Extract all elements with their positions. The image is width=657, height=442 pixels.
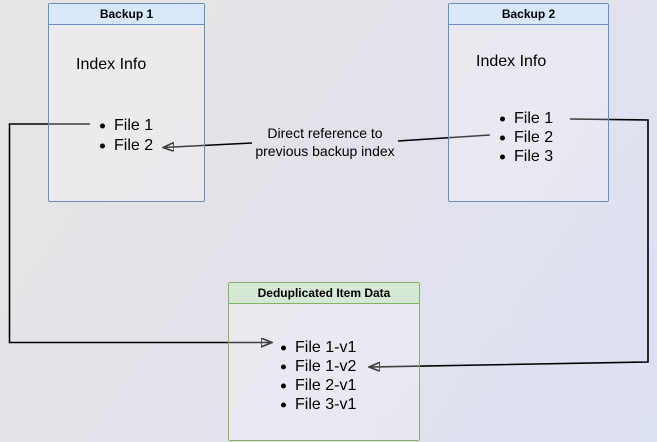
direct-reference-annotation: Direct reference to previous backup inde… [240, 124, 410, 160]
backup1-title: Backup 1 [49, 4, 204, 25]
file-item: File 1-v2 [279, 357, 356, 376]
dedup-title: Deduplicated Item Data [229, 283, 419, 304]
file-item: File 1 [98, 116, 153, 136]
file-item: File 3 [498, 147, 553, 166]
file-item: File 3-v1 [279, 395, 356, 414]
annotation-line2: previous backup index [255, 143, 395, 159]
file-item: File 2 [98, 136, 153, 156]
file-item: File 1 [498, 109, 553, 128]
backup2-title: Backup 2 [449, 4, 608, 25]
file-item: File 1-v1 [279, 338, 356, 357]
backup2-subtitle: Index Info [476, 53, 547, 70]
backup1-subtitle: Index Info [76, 56, 147, 73]
annotation-line1: Direct reference to [267, 125, 383, 141]
file-item: File 2 [498, 128, 553, 147]
file-item: File 2-v1 [279, 376, 356, 395]
